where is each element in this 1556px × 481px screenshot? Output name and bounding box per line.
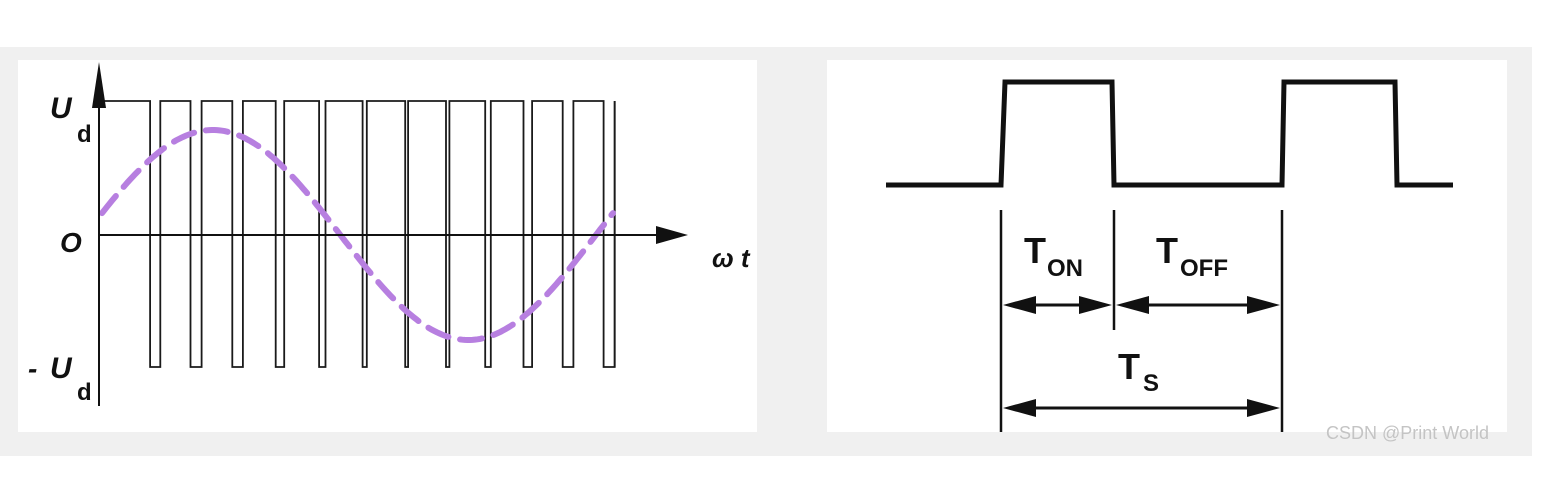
t-s-arrowhead-left [1003,399,1036,417]
label-neg-prefix: - [28,353,37,384]
label-pos-u-sub: d [77,121,92,148]
square-wave [886,79,1453,188]
label-t-on: T [1024,230,1046,271]
x-axis-arrow [656,226,688,244]
sine-reference-wave [99,127,616,343]
y-axis-arrow [92,62,106,108]
label-neg-u-sub: d [77,379,92,406]
spwm-panel: U d O - U d ω t [18,60,757,432]
spwm-panel-bg [18,60,757,432]
label-origin: O [60,227,82,258]
pwm-timing-panel: T ON T OFF T S [827,60,1507,432]
t-off-arrowhead-left [1116,296,1149,314]
label-t-s-sub: S [1143,370,1159,397]
label-t-s: T [1118,346,1140,387]
label-t-off: T [1156,230,1178,271]
label-t-off-sub: OFF [1180,255,1228,282]
label-t-on-sub: ON [1047,255,1083,282]
t-on-arrowhead-left [1003,296,1036,314]
label-x-omega-t: ω t [712,243,751,273]
label-pos-u: U [50,92,73,125]
watermark: CSDN @Print World [1326,423,1489,443]
t-s-arrowhead-right [1247,399,1280,417]
label-neg-u: U [50,352,73,385]
t-on-arrowhead-right [1079,296,1112,314]
t-off-arrowhead-right [1247,296,1280,314]
